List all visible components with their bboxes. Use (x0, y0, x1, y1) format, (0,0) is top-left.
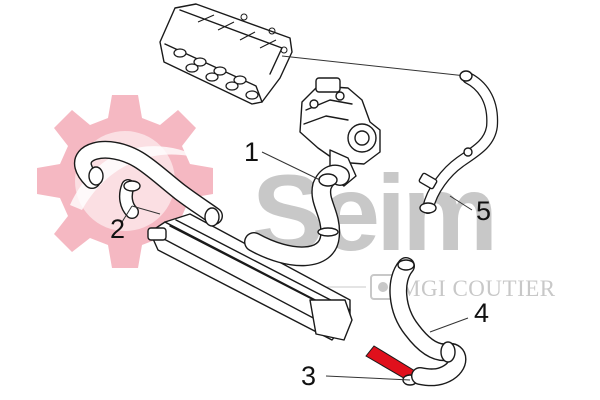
leader-5 (449, 195, 473, 211)
callout-2: 2 (110, 214, 125, 244)
leader-3 (325, 375, 411, 381)
hose-4 (389, 257, 467, 387)
hose-5 (418, 70, 499, 214)
callout-leaders (121, 151, 473, 381)
egr-valve-assembly (299, 77, 381, 187)
leader-4 (429, 317, 469, 333)
manifold-to-part5-line (281, 55, 467, 77)
callout-1: 1 (244, 137, 259, 167)
callout-3: 3 (301, 361, 316, 391)
watermark-sub-brand-name: MGI COUTIER (400, 276, 556, 301)
charge-air-cooler (147, 213, 353, 341)
leader-2a (121, 205, 133, 223)
hose-1 (244, 164, 350, 267)
hose-2 (73, 140, 223, 227)
callout-5: 5 (476, 196, 491, 226)
leader-2b (131, 205, 161, 215)
callout-4: 4 (474, 298, 489, 328)
leader-1 (261, 151, 321, 181)
sub-brand-logo-dot (378, 282, 388, 292)
intake-manifold (159, 3, 293, 105)
